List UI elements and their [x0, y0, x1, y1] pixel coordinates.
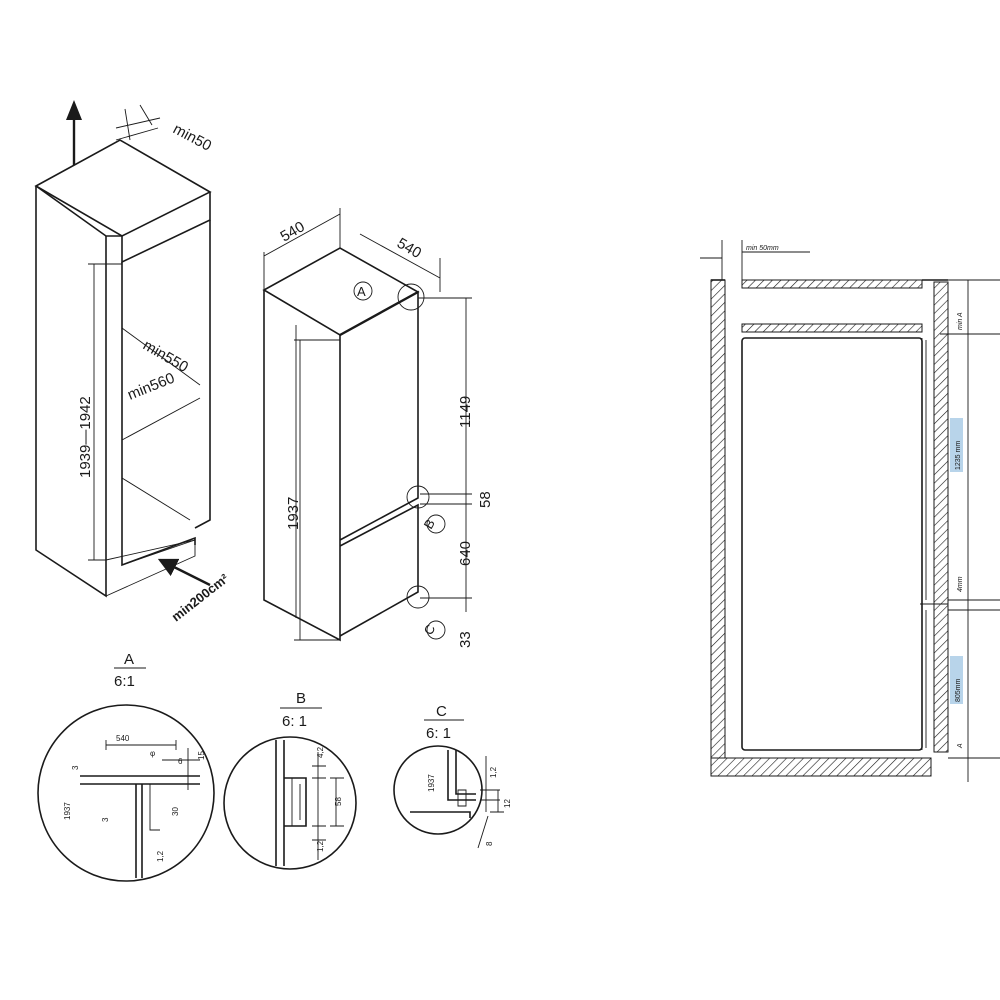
detail-c-label: C [436, 703, 447, 720]
detail-b-dim-58: 58 [334, 797, 343, 806]
callout-b-label: B [421, 516, 438, 531]
section-view: min 50mm min A 1235 mm 4mm 805mm A [700, 240, 1000, 782]
up-arrow-icon [66, 100, 82, 120]
detail-a-circle [37, 704, 215, 882]
detail-a-dim-1937: 1937 [63, 802, 72, 820]
callout-a-label: A [357, 284, 366, 299]
niche-vent-label: min200cm² [169, 570, 232, 624]
fridge-view: 540 540 1937 1149 58 640 33 A B C [262, 208, 494, 648]
detail-b-circle [223, 736, 357, 870]
section-min-a-top: min A [957, 312, 964, 330]
detail-a-dim-3b: 3 [101, 817, 110, 822]
fridge-height-label: 1937 [285, 497, 302, 530]
appliance-body [741, 337, 923, 751]
detail-b-dim-4-2: 4,2 [316, 746, 325, 758]
fridge-lower-door-label: 640 [457, 541, 474, 566]
detail-c-dim-1-2: 1,2 [489, 766, 498, 778]
right-wall [933, 281, 949, 753]
section-gap: 4mm [957, 576, 964, 592]
detail-a: A 6:1 540 φ 6 15 3 1937 3 30 1,2 [37, 651, 215, 882]
fridge-bottom-label: 33 [457, 631, 474, 648]
detail-b-dim-1-2: 1,2 [316, 840, 325, 852]
niche-depth-550-label: min550 [140, 337, 191, 376]
door-upper-highlight [950, 418, 963, 472]
detail-a-label: A [124, 651, 134, 668]
upper-shelf [741, 323, 923, 333]
callout-a-circle [397, 283, 425, 311]
detail-c: C 6: 1 1937 1,2 12 8 [393, 703, 512, 849]
fridge-depth-label: 540 [394, 235, 424, 262]
detail-a-dim-540: 540 [116, 734, 130, 743]
detail-a-dim-1-2: 1,2 [156, 850, 165, 862]
detail-b: B 6: 1 4,2 58 1,2 [223, 690, 357, 870]
fridge-gap-label: 58 [477, 491, 494, 508]
detail-c-dim-8: 8 [485, 841, 494, 846]
section-top-gap-label: min 50mm [746, 245, 779, 252]
floor [710, 757, 932, 777]
niche-cabinet: min50 1939—1942 min550 min560 min200cm² [34, 100, 232, 624]
detail-a-dim-3a: 3 [71, 765, 80, 770]
niche-top-gap-label: min50 [170, 121, 214, 155]
niche-depth-560-label: min560 [125, 370, 177, 404]
callout-c-circle [406, 585, 430, 609]
section-door-upper: 1235 mm [955, 441, 962, 470]
section-door-lower: 805mm [955, 678, 962, 702]
detail-c-dim-1937: 1937 [427, 774, 436, 792]
niche-height-label: 1939—1942 [77, 396, 94, 478]
detail-a-dim-6: 6 [178, 757, 183, 766]
fridge-upper-door-label: 1149 [457, 396, 474, 428]
callout-b-circle [406, 485, 430, 509]
detail-b-label: B [296, 690, 306, 707]
detail-c-scale: 6: 1 [426, 725, 451, 742]
detail-c-circle [393, 745, 483, 835]
fridge-width-label: 540 [278, 218, 308, 245]
detail-a-scale: 6:1 [114, 673, 135, 690]
left-wall [710, 279, 726, 761]
top-panel [741, 279, 923, 289]
detail-b-scale: 6: 1 [282, 713, 307, 730]
detail-a-dim-phi: φ [150, 749, 155, 758]
detail-a-dim-30: 30 [171, 807, 180, 816]
detail-c-dim-12: 12 [503, 799, 512, 808]
detail-a-dim-15: 15 [197, 751, 206, 760]
vent-arrow [157, 558, 211, 587]
door-lower-highlight [950, 656, 963, 704]
section-min-a-bottom: A [957, 743, 964, 749]
